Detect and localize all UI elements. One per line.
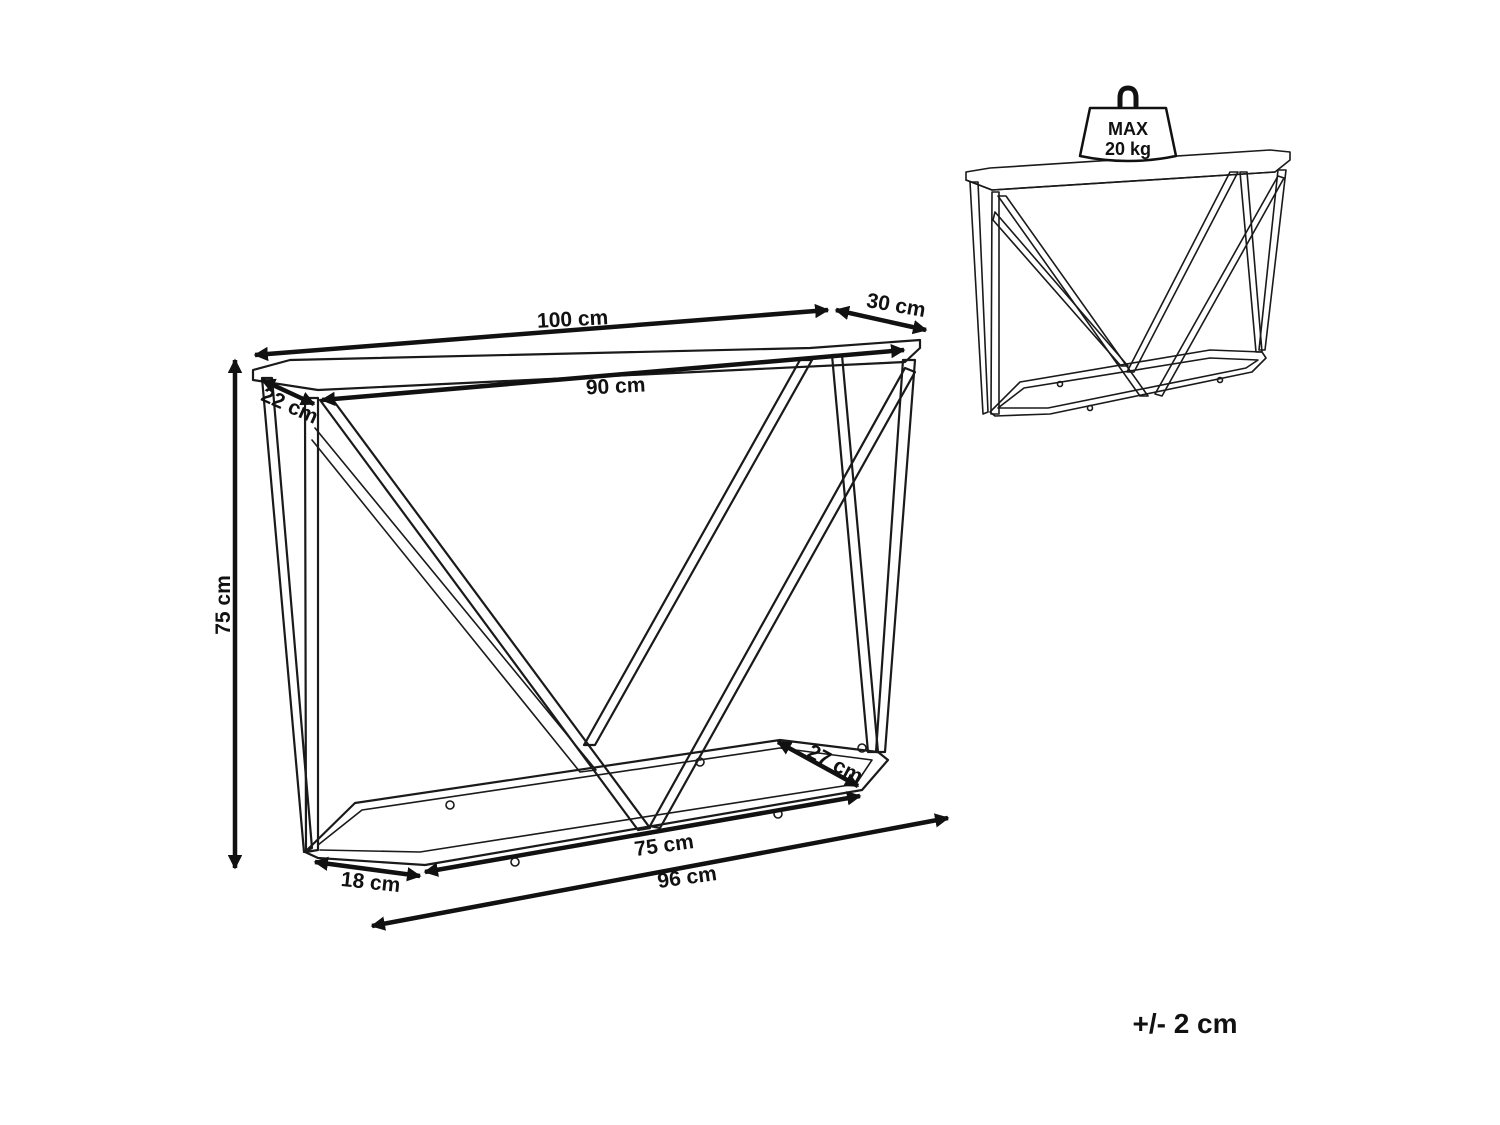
label-22cm: 22 cm xyxy=(258,383,322,428)
leg-left-back xyxy=(260,376,314,854)
label-100cm: 100 cm xyxy=(536,306,608,333)
weight-icon xyxy=(1078,85,1178,163)
leg-right-back xyxy=(830,353,880,754)
label-75cm-height: 75 cm xyxy=(212,575,235,635)
dim-arrow-90cm xyxy=(320,343,906,407)
dim-arrow-96cm xyxy=(370,813,950,931)
load-capacity-diagram: MAX 20 kg xyxy=(965,85,1291,417)
dimension-arrows xyxy=(227,303,950,931)
load-max-label: MAX xyxy=(1108,119,1148,139)
dim-arrow-75cm-base xyxy=(423,791,862,877)
label-90cm: 90 cm xyxy=(585,373,646,399)
diagonal-brace-middle xyxy=(582,358,814,747)
dim-arrow-22cm xyxy=(260,377,316,407)
main-table-drawing xyxy=(251,338,922,867)
dim-arrow-27cm xyxy=(776,740,860,788)
label-96cm: 96 cm xyxy=(656,862,718,893)
tolerance-note: +/- 2 cm xyxy=(1132,1008,1238,1039)
load-weight-label: 20 kg xyxy=(1105,139,1151,159)
label-18cm: 18 cm xyxy=(340,868,402,897)
leg-right-front xyxy=(874,358,917,754)
diagonal-brace-right xyxy=(648,366,917,830)
dim-arrow-30cm xyxy=(834,305,928,335)
